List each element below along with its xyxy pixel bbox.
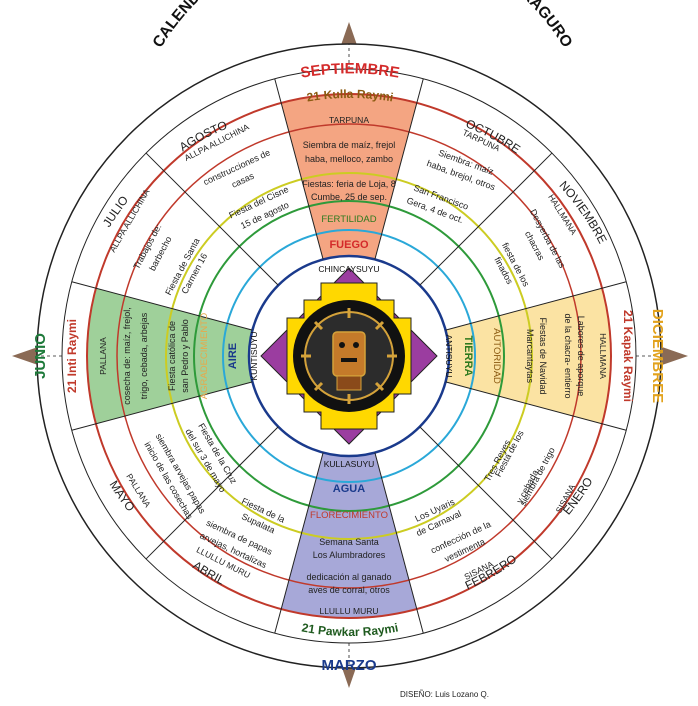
activity-sep-1: Siembra de maíz, frejol (303, 140, 396, 150)
cardinal-segments (87, 94, 611, 618)
activity-jun-2: trigo, cebada, arbejas (139, 312, 149, 399)
west-arrow-icon (12, 347, 38, 365)
month-divider-line (145, 152, 279, 286)
month-label-septiembre: SEPTIEMBRE (299, 60, 400, 81)
month-divider-line (274, 452, 324, 634)
suyu-anti: ANTISUYU (444, 335, 454, 378)
fiesta-sep-2: Cumbe, 25 de sep. (311, 192, 387, 202)
fiesta-dic-1: Fiestas de Navidad (538, 317, 548, 394)
month-divider-line (374, 452, 424, 634)
month-label-diciembre: DICIEMBREE (649, 309, 666, 403)
segment-junio (87, 288, 253, 424)
design-credit: DISEÑO: Luis Lozano Q. (400, 690, 489, 699)
raymi-inti: 21 Inti Raymi (65, 319, 79, 393)
month-divider-line (71, 281, 253, 331)
activity-sep-2: haba, melloco, zambo (305, 154, 393, 164)
month-divider-line (71, 381, 253, 431)
element-tierra: TIERRA (462, 336, 474, 377)
season-pallana-junio: PALLANA (98, 337, 108, 375)
segment-diciembre (445, 288, 611, 424)
fiesta-jun-2: san Pedro y Pablo (180, 319, 190, 393)
fiesta-sep-1: Fiestas: feria de Loja, 8 (302, 179, 396, 189)
sun-icon (301, 308, 397, 404)
element-fuego: FUEGO (329, 239, 369, 251)
suyu-kulla: KULLASUYU (324, 459, 375, 469)
month-divider-line (445, 281, 627, 331)
principle-florecimiento: FLORECIMIENTO (310, 510, 388, 521)
month-label-junio: JUNIO (32, 333, 49, 379)
fiesta-jun-1: Fiesta católica de (167, 321, 177, 391)
month-divider-line (274, 78, 324, 260)
activity-dic-1: Labores de aporque (576, 316, 586, 397)
fiesta-mar-2: Los Alumbradores (313, 550, 386, 560)
activity-mar-1: dedicación al ganado (306, 572, 391, 582)
principle-agradecimiento: AGRADECIMIENTO (199, 313, 210, 399)
east-arrow-icon (662, 347, 688, 365)
season-llullu-marzo: LLULLU MURU (319, 606, 378, 616)
month-divider-line (445, 381, 627, 431)
month-dividers (37, 44, 661, 668)
principle-fertilidad: FERTILIDAD (321, 214, 376, 225)
season-hallmana-diciembre: HALLMANA (598, 333, 608, 379)
raymi-kapak: 21 Kapak Raymi (621, 310, 635, 402)
calendar-title: CALENDARIO AGROFESTIVO DEL PUEBLO KICHWA… (150, 0, 576, 51)
activity-jun-1: cosecha de: maíz, frejol, (122, 307, 132, 405)
north-arrow-icon (340, 22, 358, 48)
chakana-center (260, 267, 438, 445)
raymi-kulla: 21 Kulla Raymi (306, 87, 395, 105)
season-tarpuna-top: TARPUNA (329, 115, 369, 125)
element-agua: AGUA (333, 483, 365, 495)
segment-marzo (281, 452, 417, 618)
suyu-kunti: KUNTISUYU (249, 331, 259, 380)
fiesta-dic-2: Marcantaytas (525, 329, 535, 384)
raymi-pawkar: 21 Pawkar Raymi (301, 620, 400, 639)
activity-dic-2: de la chacra- entierro (563, 313, 573, 398)
fiesta-mar-1: Semana Santa (319, 537, 379, 547)
month-divider-line (374, 78, 424, 260)
month-divider-line (419, 152, 553, 286)
month-divider-line (419, 426, 553, 560)
month-divider-line (145, 426, 279, 560)
activity-mar-2: aves de corral, otros (308, 585, 390, 595)
element-aire: AIRE (227, 343, 239, 369)
principle-autoridad: AUTORIDAD (491, 328, 502, 384)
month-label-marzo: MARZO (322, 657, 377, 674)
suyu-chinchay: CHINCAYSUYU (318, 264, 379, 274)
segment-septiembre (281, 94, 417, 260)
